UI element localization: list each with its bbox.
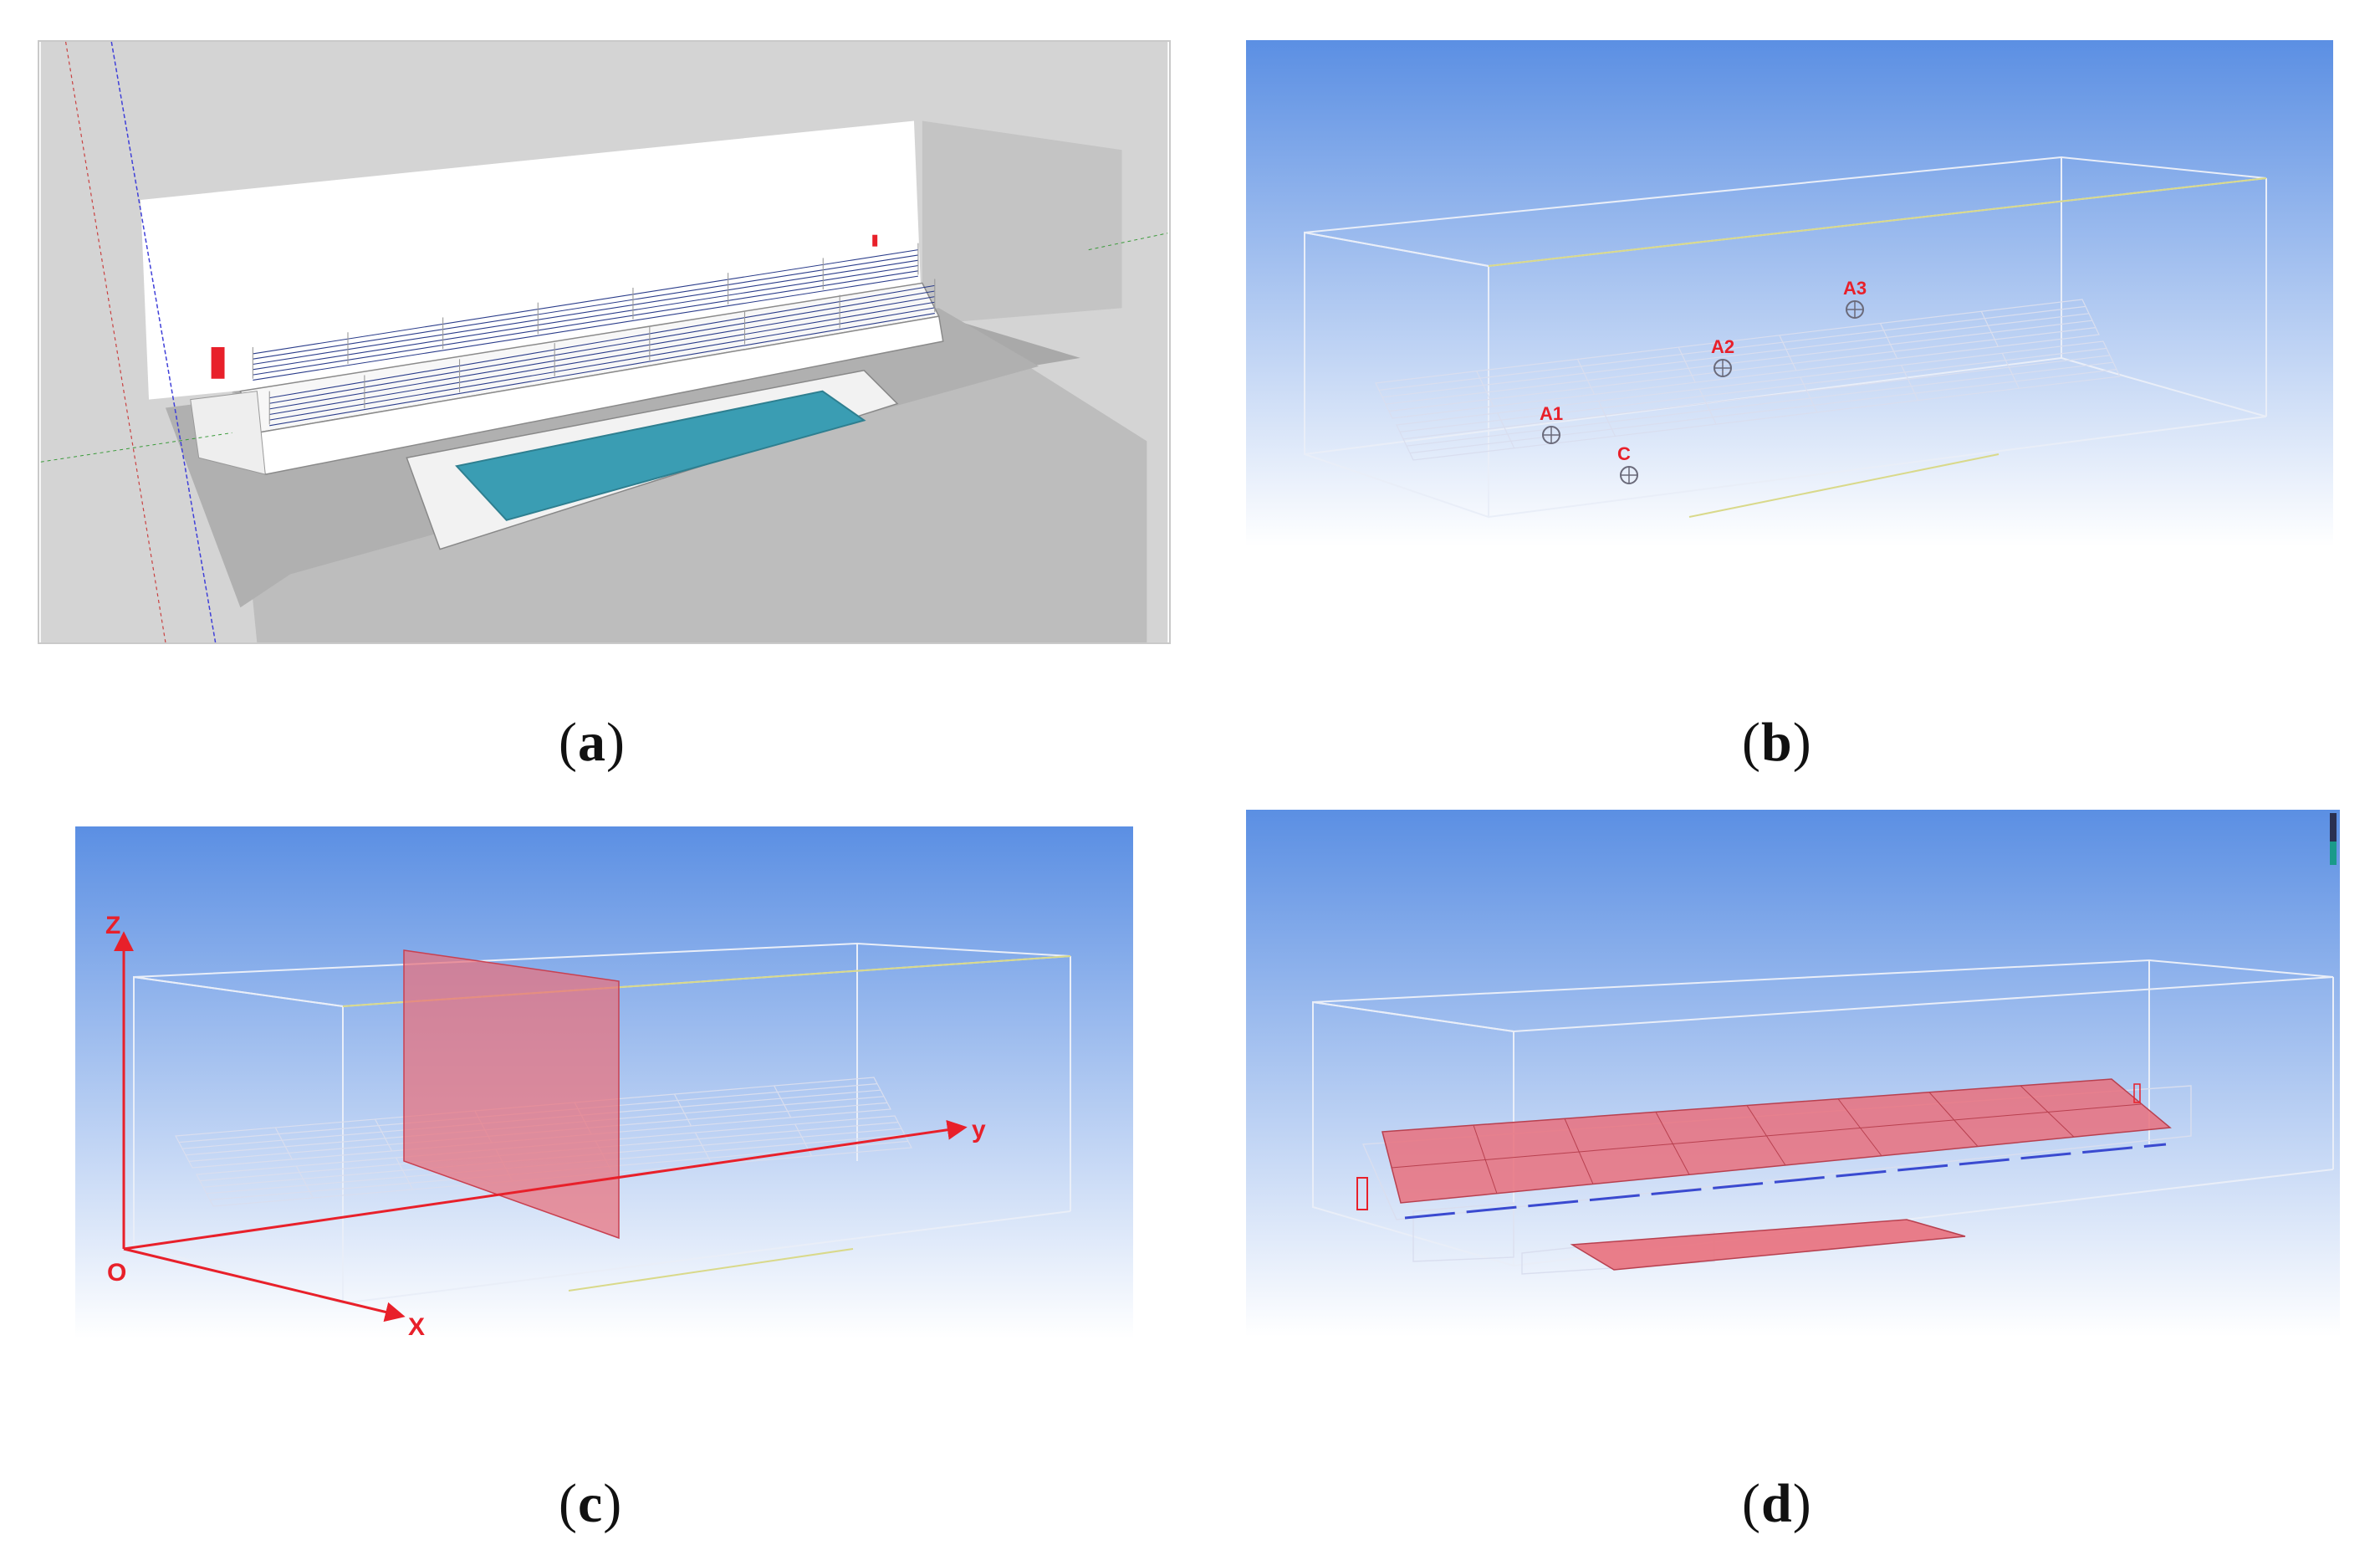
red-marker-right (872, 234, 878, 247)
red-marker-left (211, 346, 225, 379)
caption-a: (a) (559, 712, 626, 773)
stand-edge-blue (1404, 1143, 2167, 1220)
green-axis-right (1088, 233, 1168, 251)
caption-c: (c) (559, 1473, 623, 1534)
panel-a-scene (40, 42, 1168, 642)
red-axis (64, 42, 166, 642)
monitoring-point-label: C (1617, 443, 1631, 464)
seating-stands (190, 243, 944, 475)
panel-d-scene (1246, 810, 2340, 1409)
panel-c-scene: Z y X O (75, 826, 1133, 1395)
section-plane (403, 949, 620, 1240)
seating-surface-highlight (1382, 1078, 2172, 1204)
axis-label-y: y (972, 1116, 986, 1143)
x-axis (123, 1247, 406, 1322)
panel-d-highlighted-surfaces (1246, 810, 2340, 1409)
monitoring-point-label: A2 (1711, 336, 1734, 357)
blue-axis (110, 42, 217, 642)
axis-label-z: Z (105, 912, 120, 939)
pool-surface-highlight (1570, 1219, 1966, 1271)
monitoring-point-a2: A2 (1711, 336, 1734, 377)
monitoring-point-a3: A3 (1843, 278, 1867, 319)
monitoring-point-a1: A1 (1540, 403, 1563, 444)
caption-b: (b) (1742, 712, 1812, 773)
axis-label-x: X (408, 1313, 425, 1341)
legend-strip-dark (2330, 813, 2337, 842)
inlet-marker-right (2133, 1083, 2141, 1103)
stands-wireframe (1375, 299, 2121, 461)
monitoring-point-label: A1 (1540, 403, 1563, 424)
axis-label-origin: O (107, 1259, 126, 1287)
caption-d: (d) (1742, 1473, 1812, 1534)
pool-water (455, 390, 866, 521)
panel-b-scene: A1 A2 A3C (1246, 40, 2333, 636)
legend-strip-teal (2330, 842, 2337, 865)
panel-a-sketchup-model (38, 40, 1171, 644)
green-axis-left (40, 432, 232, 463)
coordinate-axes (114, 931, 968, 1322)
right-wall (922, 120, 1122, 325)
monitoring-point-c: C (1617, 443, 1638, 484)
panel-c-section-plane: Z y X O (75, 826, 1133, 1395)
inlet-marker-left (1356, 1177, 1368, 1210)
y-axis (123, 1119, 968, 1251)
domain-wireframe (1312, 959, 2334, 1267)
monitoring-point-label: A3 (1843, 278, 1867, 299)
